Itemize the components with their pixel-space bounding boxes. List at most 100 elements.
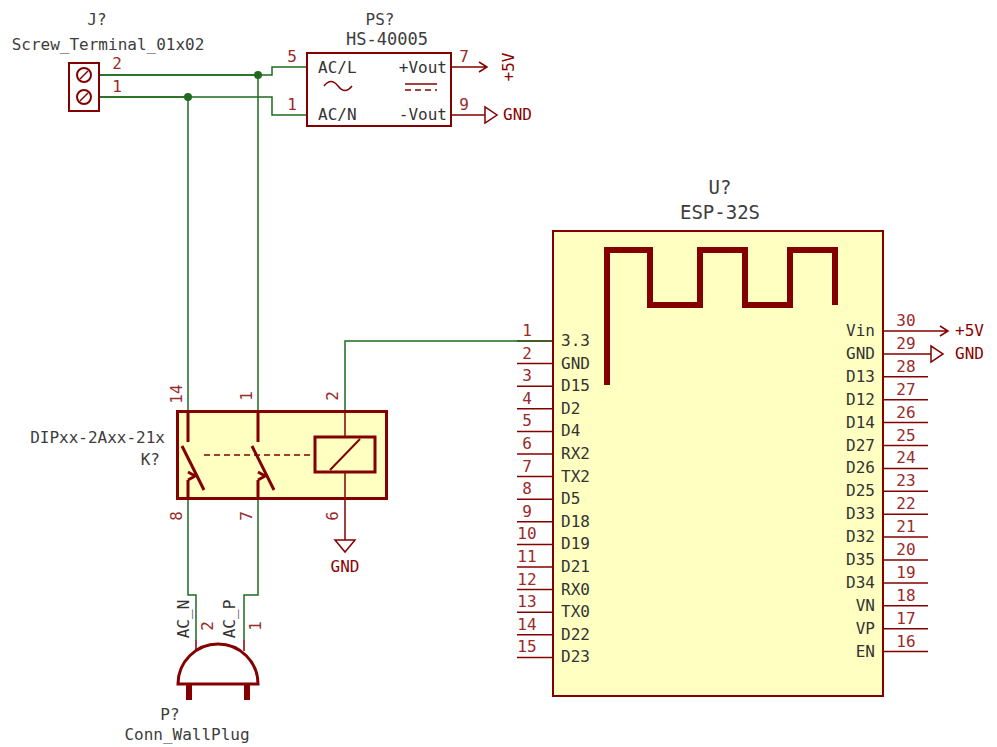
screw [77,90,91,104]
pin-name: D23 [561,649,590,665]
wire [100,75,258,410]
pin-name: VP [856,621,875,637]
pin-number: 7 [522,459,532,475]
relay-fill [176,410,388,500]
pin-name: D22 [561,627,590,643]
pin-number: 18 [896,588,915,604]
ground-symbol [928,346,943,362]
pin-name: AC_P [222,600,238,639]
relay-contact [182,410,204,500]
component-value: HS-40005 [346,31,428,48]
pin-number: 15 [517,639,536,655]
pin-name: VN [856,598,875,614]
component-reference: K? [141,452,160,468]
relay-coil [315,437,375,472]
pin-number: 23 [896,473,915,489]
screw-slot [80,71,88,79]
wire [244,500,258,640]
pin-number: 5 [522,413,532,429]
esp32-module: U?ESP-32S3.3GNDD15D2D4RX2TX2D5D18D19D21R… [552,230,884,697]
pin-name: GND [561,356,590,372]
pin-number: 28 [896,359,915,375]
pin-name: 3.3 [561,333,590,349]
component-value: Screw_Terminal_01x02 [12,37,205,53]
pin-name: D19 [561,536,590,552]
pin-name: EN [856,644,875,660]
relay-coil [330,439,360,470]
wire [100,67,306,75]
pin-number: 4 [522,391,532,407]
pin-stub [517,341,552,657]
pin-name: AC/N [318,107,357,123]
dc-symbol [405,89,437,91]
wire [100,97,188,410]
pin-number: 12 [517,572,536,588]
pin-number: 26 [896,405,915,421]
pin-name: D13 [846,369,875,385]
component-reference: PS? [366,12,395,28]
component-reference: U? [709,178,732,197]
pin-name: D18 [561,514,590,530]
pin-name: RX0 [561,582,590,598]
pin-name: AC/L [318,60,357,76]
pin-number: 19 [896,565,915,581]
pin-name: -Vout [399,107,447,123]
pin-name: TX0 [561,604,590,620]
pin-number: 5 [287,49,297,65]
antenna-trace [607,250,835,385]
ground-net-label: GND [955,346,984,362]
pin-name: Vin [846,323,875,339]
pin-name: D12 [846,392,875,408]
ground-symbol [335,500,355,552]
pin-number: 29 [896,336,915,352]
wire [345,341,552,410]
pin-name: D32 [846,529,875,545]
pin-stub [344,410,346,500]
pin-number: 1 [248,621,264,631]
pin-number: 7 [239,511,255,521]
pin-name: D15 [561,378,590,394]
wall-plug: P?Conn_WallPlug [178,640,258,684]
power-supply-module: PS?HS-40005AC/L+VoutAC/N-Vout [306,52,452,127]
pin-number: 13 [517,594,536,610]
pin-number: 8 [169,511,185,521]
pin-number: 2 [112,56,122,72]
relay-symbol: DIPxx-2Axx-21xK? [176,410,388,500]
pin-name: D25 [846,483,875,499]
pin-number: 9 [459,97,469,113]
pin-name: D33 [846,506,875,522]
pin-name: AC_N [176,600,192,639]
ground-symbol [452,107,497,123]
pin-number: 20 [896,542,915,558]
power-symbol [928,326,948,336]
pin-name: D14 [846,415,875,431]
pin-number: 9 [522,504,532,520]
screw [77,68,91,82]
plug-body [178,644,258,684]
pin-number: 17 [896,611,915,627]
pin-number: 3 [522,368,532,384]
pin-name: D35 [846,552,875,568]
pin-number: 1 [239,391,255,401]
pin-name: GND [846,346,875,362]
pin-name: D21 [561,559,590,575]
component-value: DIPxx-2Axx-21x [30,430,165,446]
mechanical-link [204,454,315,456]
pin-number: 1 [112,79,122,95]
component-value: Conn_WallPlug [124,727,249,743]
pin-number: 10 [517,526,536,542]
power-symbol [452,62,487,72]
pin-number: 14 [169,384,185,403]
pin-name: D26 [846,460,875,476]
ground-net-label: GND [503,107,532,123]
pin-name: D27 [846,438,875,454]
component-value: ESP-32S [680,203,760,222]
pin-number: 30 [896,313,915,329]
pin-number: 22 [896,496,915,512]
module-fill [552,230,884,697]
plug-prong [244,684,250,700]
ac-symbol [324,82,352,91]
pin-number: 8 [522,481,532,497]
pin-number: 7 [459,49,469,65]
